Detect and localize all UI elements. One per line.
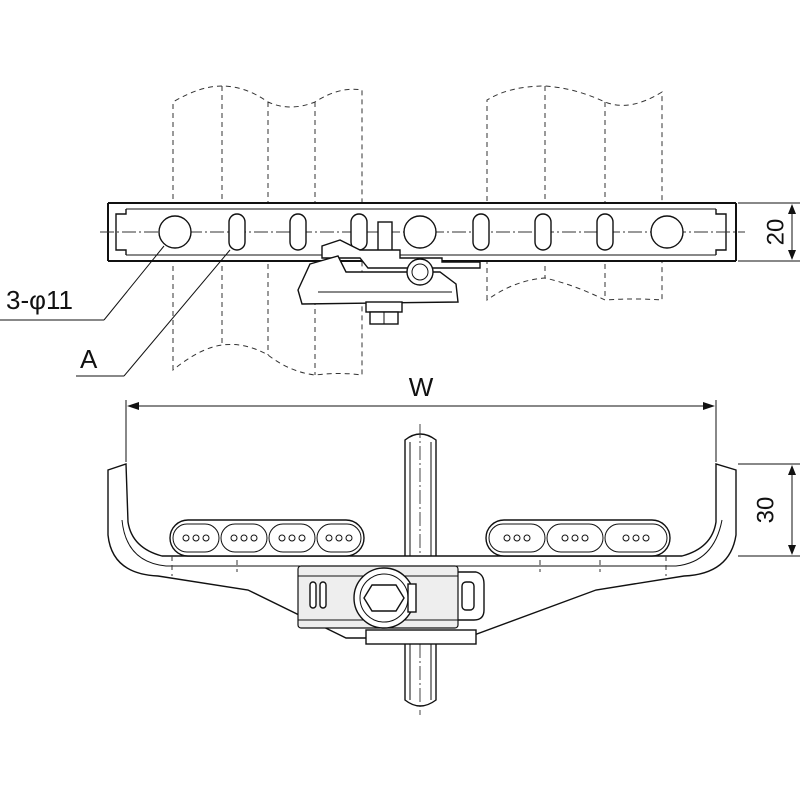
clamp-front-view xyxy=(297,565,485,645)
tray-slots-left xyxy=(169,519,365,557)
slot xyxy=(289,213,307,251)
round-hole xyxy=(158,215,192,249)
round-hole xyxy=(403,215,437,249)
dimension-label-20: 20 xyxy=(763,219,790,246)
channel-bar xyxy=(100,202,745,262)
round-hole xyxy=(650,215,684,249)
hole-callout-label: 3-φ11 xyxy=(6,285,73,315)
front-view: W xyxy=(107,372,800,715)
callout-slot: A xyxy=(76,249,231,377)
width-label: W xyxy=(409,372,434,402)
clamp-top-view xyxy=(297,221,481,325)
top-view: 20 3-φ11 A xyxy=(0,85,800,377)
slot xyxy=(228,213,246,251)
slot xyxy=(350,213,368,251)
slot-callout-label: A xyxy=(80,344,98,374)
tray-slots-right xyxy=(485,519,671,557)
callout-hole: 3-φ11 xyxy=(0,245,165,321)
slot xyxy=(534,213,552,251)
slot xyxy=(472,213,490,251)
right-rail-outline xyxy=(486,85,663,301)
slot xyxy=(596,213,614,251)
dimension-30: 30 xyxy=(738,463,800,557)
slots xyxy=(228,213,614,251)
dimension-w: W xyxy=(125,372,717,462)
dimension-label-30: 30 xyxy=(753,497,780,524)
round-holes xyxy=(158,215,684,249)
dimension-20: 20 xyxy=(738,202,800,262)
